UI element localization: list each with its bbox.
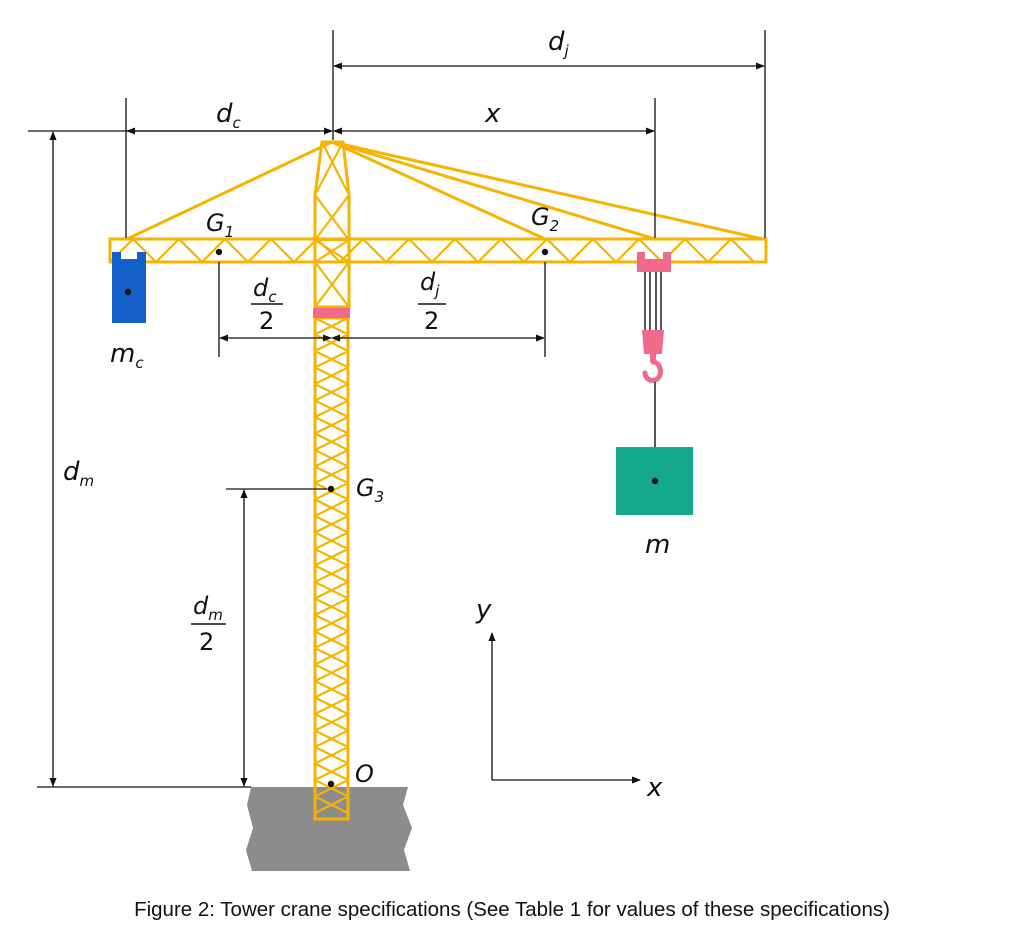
dm-half-label: dm 2 [191,592,226,656]
trolley [637,252,671,272]
mc-label: mc [110,339,144,372]
x-dimension-label: x [484,99,501,129]
tower-mast [313,316,350,821]
g3-point [327,485,335,493]
dj-label: dj [548,27,570,60]
dj-half-label: dj 2 [418,268,446,335]
g2-label: G2 [531,203,559,235]
origin-point [327,780,335,788]
svg-text:dj: dj [420,268,440,300]
svg-text:2: 2 [259,307,274,335]
svg-text:dm: dm [193,592,223,624]
dc-half-label: dc 2 [251,274,283,335]
svg-text:2: 2 [199,628,214,656]
slewing-ring [313,308,350,318]
g1-label: G1 [206,209,234,241]
ground-base [246,787,412,871]
dimension-lines [28,30,766,788]
tie-lines [125,140,765,241]
y-axis-label: y [475,595,492,625]
svg-text:dc: dc [253,274,277,306]
figure-caption: Figure 2: Tower crane specifications (Se… [134,898,890,921]
load-center-dot [651,477,659,485]
hoist-cables [644,272,662,330]
origin-label: O [355,760,374,788]
counterweight-center-dot [124,288,132,296]
dm-label: dm [63,457,94,490]
g3-label: G3 [356,474,384,506]
dc-label: dc [216,99,242,132]
counterweight [112,252,146,323]
g2-point [541,248,549,256]
g1-point [215,248,223,256]
load-block [616,447,693,515]
hook-block [642,330,664,383]
jib-truss [108,237,768,264]
coordinate-axes [488,632,641,784]
m-label: m [645,530,670,560]
svg-text:2: 2 [424,307,439,335]
x-axis-label: x [646,773,663,803]
tower-head [313,140,351,309]
